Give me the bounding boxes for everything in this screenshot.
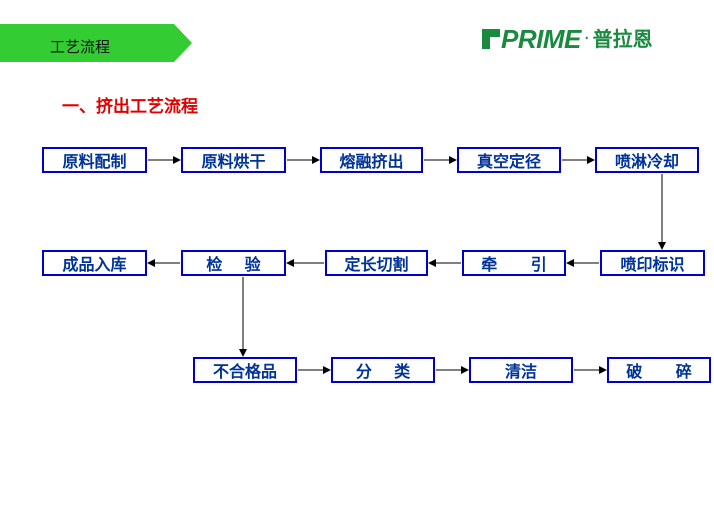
flow-step-melt-extrusion: 熔融挤出: [320, 147, 423, 173]
flow-step-spray-cooling: 喷淋冷却: [595, 147, 699, 173]
flow-step-material-prep: 原料配制: [42, 147, 147, 173]
flow-step-vacuum-sizing: 真空定径: [457, 147, 561, 173]
header-tab-shape: [0, 24, 192, 62]
logo-separator: ·: [583, 28, 590, 49]
flow-step-sorting: 分 类: [331, 357, 435, 383]
flow-step-inkjet-marking: 喷印标识: [600, 250, 705, 276]
logo-brand-text: PRIME: [501, 24, 581, 54]
flow-step-crushing: 破 碎: [607, 357, 711, 383]
flow-step-warehousing: 成品入库: [42, 250, 147, 276]
prime-logo-icon: [482, 29, 500, 49]
flow-step-inspection: 检 验: [181, 250, 286, 276]
header-tab: [0, 24, 192, 62]
flow-step-cleaning: 清洁: [469, 357, 573, 383]
brand-logo: PRIME · 普拉恩: [482, 26, 653, 52]
page-title: 工艺流程: [50, 38, 111, 56]
flow-step-nonconforming: 不合格品: [193, 357, 297, 383]
logo-chinese-name: 普拉恩: [592, 27, 653, 51]
flow-step-material-drying: 原料烘干: [181, 147, 286, 173]
flow-step-haul-off: 牵 引: [462, 250, 566, 276]
flow-step-cut-to-length: 定长切割: [325, 250, 428, 276]
section-title: 一、挤出工艺流程: [62, 97, 198, 117]
